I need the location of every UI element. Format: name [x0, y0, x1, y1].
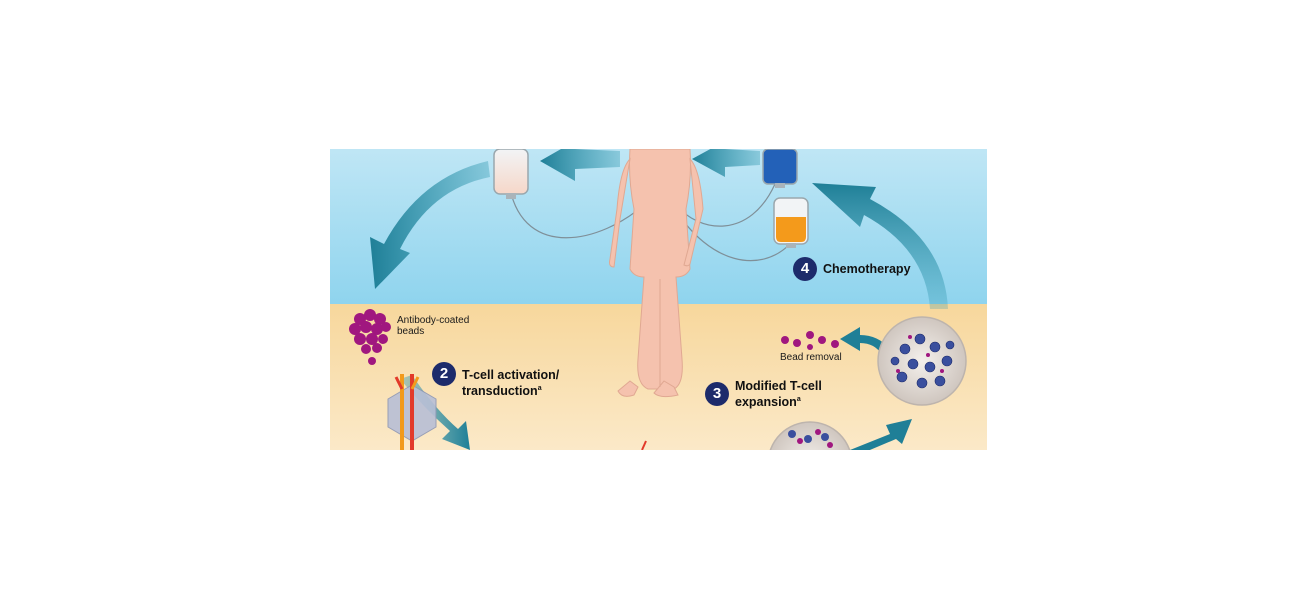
- arrow-lower-right: [850, 419, 912, 450]
- cell-therapy-diagram: Antibody-coated beads Bead removal 2 T-c…: [330, 149, 987, 450]
- step-2-badge: 2: [432, 362, 456, 386]
- iv-tube-left: [509, 188, 646, 239]
- t-cell-receptor-icon: [387, 374, 437, 450]
- iv-bag-orange-icon: [773, 197, 809, 248]
- iv-bag-blue-icon: [762, 149, 798, 188]
- step-3-title: Modified T-cell expansiona: [735, 379, 822, 410]
- arrow-up-right: [812, 183, 948, 309]
- step-3-badge: 3: [705, 382, 729, 406]
- arrow-to-left-bag: [540, 149, 620, 181]
- bead-removal-label: Bead removal: [780, 352, 842, 363]
- patient-figure: [609, 149, 704, 398]
- arrow-bead-removal: [840, 327, 890, 355]
- connector-mark: [641, 440, 647, 450]
- step-4-title: Chemotherapy: [823, 262, 911, 276]
- antibody-beads-icon: [349, 309, 391, 365]
- activation-dish-icon: [769, 421, 851, 450]
- iv-tube-right-2: [674, 208, 791, 262]
- expanded-cells-dish-icon: [877, 316, 967, 406]
- arrow-left-downward: [370, 161, 490, 289]
- antibody-beads-label: Antibody-coated beads: [397, 315, 470, 337]
- removed-beads-icon: [781, 331, 839, 350]
- step-2-title: T-cell activation/ transductiona: [462, 368, 560, 399]
- arrow-to-patient: [692, 149, 760, 177]
- diagram-artwork: [330, 149, 987, 450]
- step-4-badge: 4: [793, 257, 817, 281]
- iv-bag-cells-icon: [493, 149, 529, 199]
